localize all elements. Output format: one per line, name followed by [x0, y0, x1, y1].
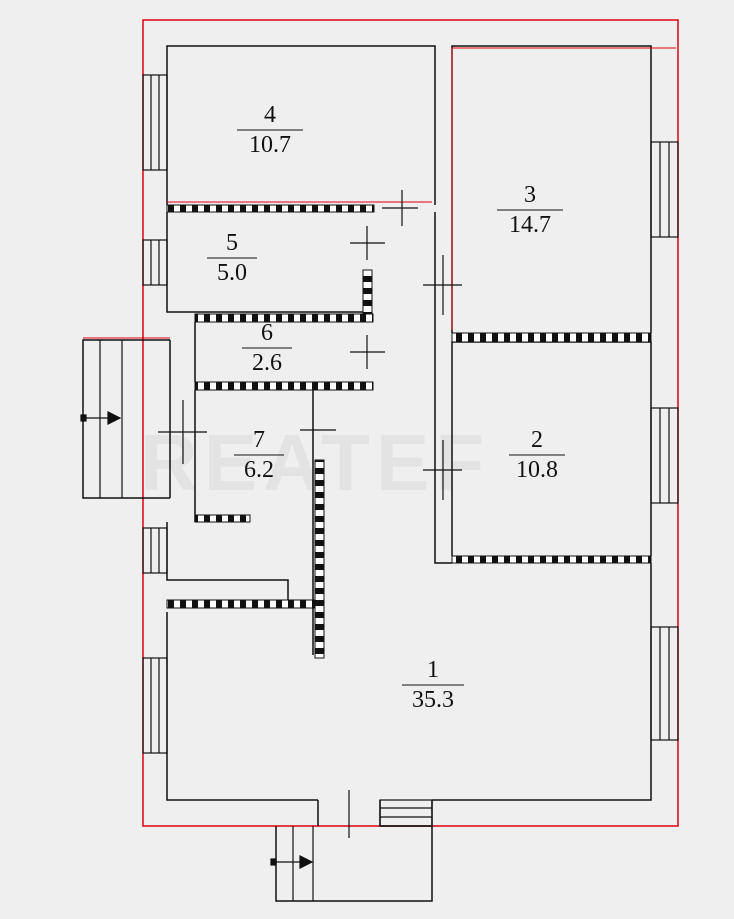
entry-arrows: [80, 411, 314, 869]
room-number: 5: [226, 230, 238, 256]
window: [650, 626, 679, 741]
room-label-5: 55.0: [207, 230, 257, 286]
room-number: 4: [264, 102, 276, 128]
partitions: [166, 204, 652, 659]
window: [142, 239, 168, 286]
window: [142, 74, 168, 171]
windows: [142, 74, 679, 827]
window: [379, 799, 433, 827]
room-number: 1: [427, 657, 439, 683]
room-label-3: 314.7: [497, 182, 563, 238]
room-area: 10.8: [516, 457, 558, 483]
room-label-1: 135.3: [402, 657, 464, 713]
room-area: 10.7: [249, 132, 291, 158]
door-marks: [99, 190, 462, 901]
window: [142, 527, 168, 574]
window: [650, 141, 679, 238]
window: [142, 657, 168, 754]
window: [650, 407, 679, 504]
room-label-2: 210.8: [509, 427, 565, 483]
room-label-7: 76.2: [234, 427, 284, 483]
room-number: 6: [261, 320, 273, 346]
room-area: 35.3: [412, 687, 454, 713]
room-number: 2: [531, 427, 543, 453]
room-area: 14.7: [509, 212, 551, 238]
watermark: REATEF: [140, 418, 490, 507]
room-area: 2.6: [252, 350, 282, 376]
room-label-6: 62.6: [242, 320, 292, 376]
room-area: 5.0: [217, 260, 247, 286]
room-number: 3: [524, 182, 536, 208]
room-area: 6.2: [244, 457, 274, 483]
room-label-4: 410.7: [237, 102, 303, 158]
room-number: 7: [253, 427, 265, 453]
